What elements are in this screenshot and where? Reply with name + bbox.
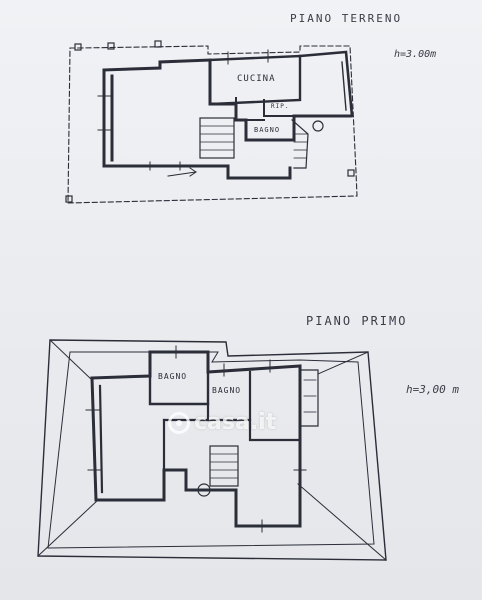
watermark-text: casa.it (194, 410, 277, 435)
ground-fixture (312, 120, 324, 132)
room-label-ground-bathroom: BAGNO (254, 126, 281, 134)
ground-floor-title: PIANO TERRENO (290, 12, 403, 25)
ground-floor-plan (65, 40, 358, 204)
watermark: casa.it (168, 410, 276, 435)
ground-terrace-outline (67, 45, 358, 204)
ground-floor-height: h=3.00m (394, 49, 437, 60)
first-roof-outline (37, 339, 387, 561)
ground-wall-outline (102, 58, 352, 142)
first-staircase (209, 445, 239, 487)
room-label-first-bathroom-2: BAGNO (212, 386, 242, 395)
first-floor-height: h=3,00 m (406, 383, 459, 396)
ground-staircase (199, 117, 235, 159)
casa-logo-icon (168, 411, 190, 434)
first-spiral-stair (197, 483, 211, 497)
first-floor-plan (37, 339, 387, 561)
room-label-storage: RIP. (271, 103, 290, 110)
room-label-first-bathroom-1: BAGNO (158, 372, 188, 381)
room-label-kitchen: CUCINA (237, 74, 276, 84)
first-floor-title: PIANO PRIMO (306, 314, 408, 328)
